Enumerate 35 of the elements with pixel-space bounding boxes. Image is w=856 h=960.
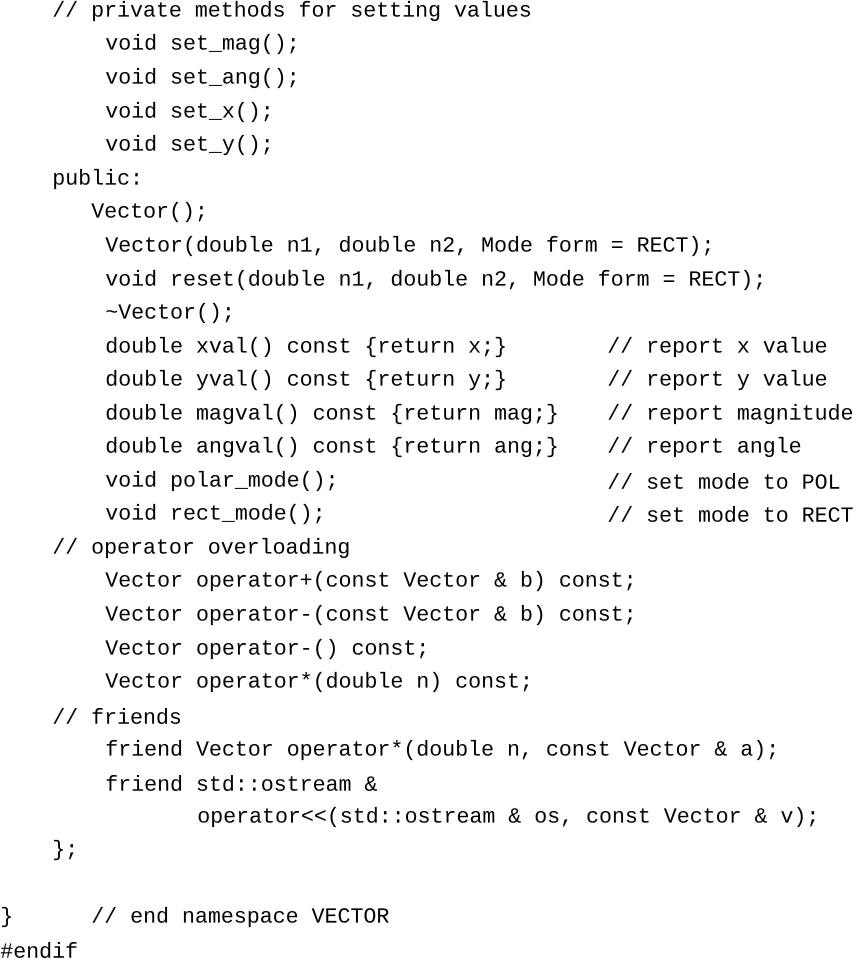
code-comment: // set mode to POL bbox=[608, 473, 840, 489]
code-comment: // set mode to RECT bbox=[608, 506, 853, 522]
code-line: friend std::ostream & bbox=[106, 775, 377, 791]
code-comment: // report x value bbox=[608, 336, 826, 358]
code-line: Vector(double n1, double n2, Mode form = RECT); bbox=[105, 236, 710, 256]
code-line: ~Vector(); bbox=[106, 302, 230, 324]
code-line: void set_x(); bbox=[106, 102, 270, 122]
code-line: } bbox=[2, 906, 11, 928]
code-line: public: bbox=[54, 168, 138, 190]
code-line: double xval() const {return x;} bbox=[106, 336, 505, 358]
code-line: void set_y(); bbox=[106, 134, 270, 156]
code-line: Vector operator*(double n) const; bbox=[105, 672, 528, 692]
code-line: }; bbox=[54, 840, 74, 860]
code-line: void set_mag(); bbox=[106, 34, 295, 54]
code-line: Vector operator-(const Vector & b) const; bbox=[105, 604, 632, 626]
code-line: void set_ang(); bbox=[106, 68, 295, 88]
code-line: void rect_mode(); bbox=[106, 504, 321, 524]
code-line: void polar_mode(); bbox=[106, 470, 334, 492]
code-comment: // private methods for setting values bbox=[53, 0, 530, 22]
code-line: friend Vector operator*(double n, const Vector & a); bbox=[106, 740, 774, 760]
code-line: void reset(double n1, double n2, Mode form = RECT); bbox=[106, 270, 762, 290]
code-comment: // friends bbox=[53, 708, 180, 724]
code-line: double angval() const {return ang;} bbox=[106, 436, 556, 458]
code-line: #endif bbox=[0, 942, 77, 958]
code-line: double magval() const {return mag;} bbox=[106, 404, 556, 424]
code-line: Vector operator-() const; bbox=[105, 638, 425, 660]
code-line: Vector operator+(const Vector & b) const; bbox=[105, 570, 632, 592]
code-line: double yval() const {return y;} bbox=[106, 370, 505, 390]
code-comment: // operator overloading bbox=[53, 538, 348, 558]
code-comment: // report angle bbox=[608, 436, 800, 458]
code-line: operator<<(std::ostream & os, const Vector & v); bbox=[198, 806, 815, 828]
code-comment: // end namespace VECTOR bbox=[92, 906, 389, 928]
code-comment: // report magnitude bbox=[608, 404, 852, 424]
code-line: Vector(); bbox=[91, 202, 204, 222]
code-comment: // report y value bbox=[608, 370, 826, 390]
